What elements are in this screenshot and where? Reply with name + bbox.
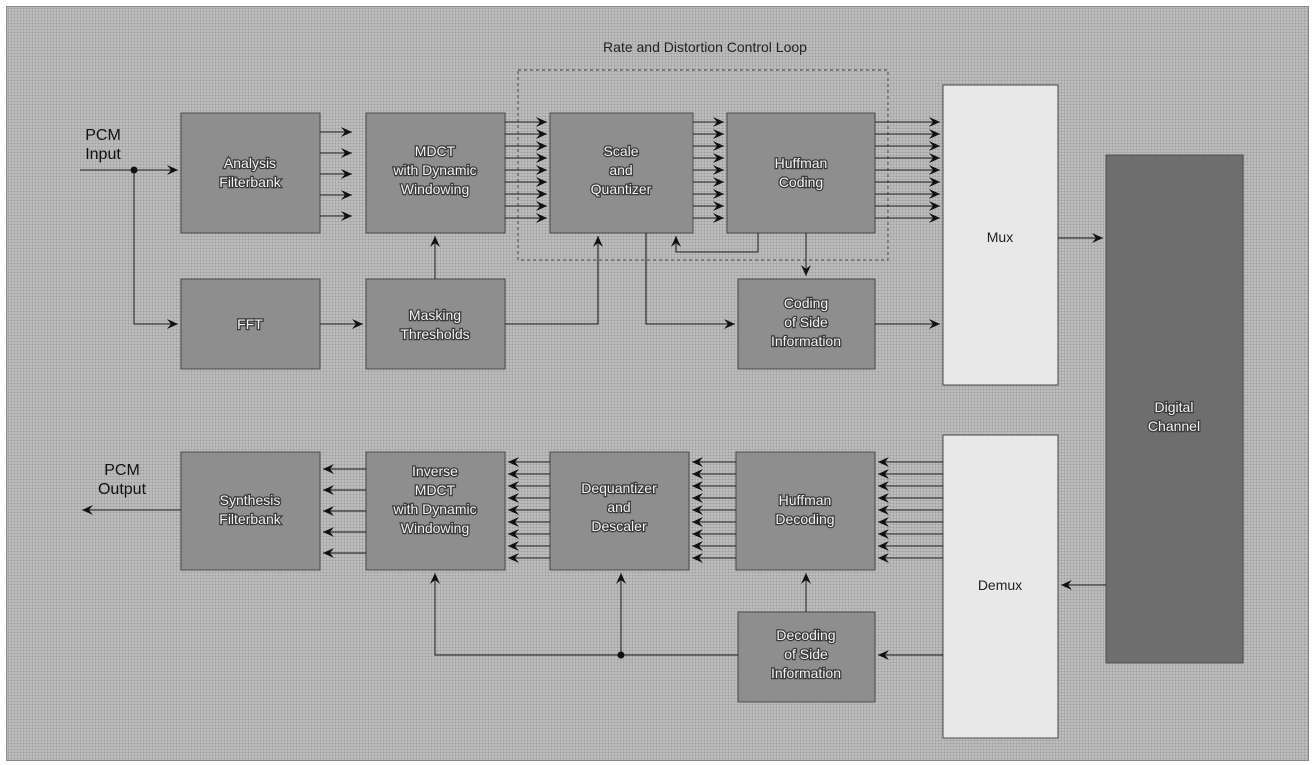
side-info-to-imdct-arrow: [430, 573, 738, 656]
control-loop-label: Rate and Distortion Control Loop: [603, 39, 807, 55]
multi-arrow-bundles: [320, 117, 943, 659]
mux-block: Mux: [942, 84, 1059, 386]
masking-to-quantizer-arrow: [505, 236, 603, 325]
input-connectors: [80, 165, 178, 329]
demux-block: Demux: [942, 434, 1059, 739]
junction-dot: [617, 651, 625, 659]
svg-text:Mux: Mux: [987, 229, 1013, 245]
svg-text:Demux: Demux: [978, 577, 1022, 593]
huffman-feedback-arrow: [671, 233, 759, 253]
svg-text:FFT: FFT: [237, 316, 263, 332]
loop-to-side-info-arrow: [645, 233, 735, 329]
control-loop-outline: [517, 69, 889, 261]
fft-block: FFT: [180, 278, 321, 370]
